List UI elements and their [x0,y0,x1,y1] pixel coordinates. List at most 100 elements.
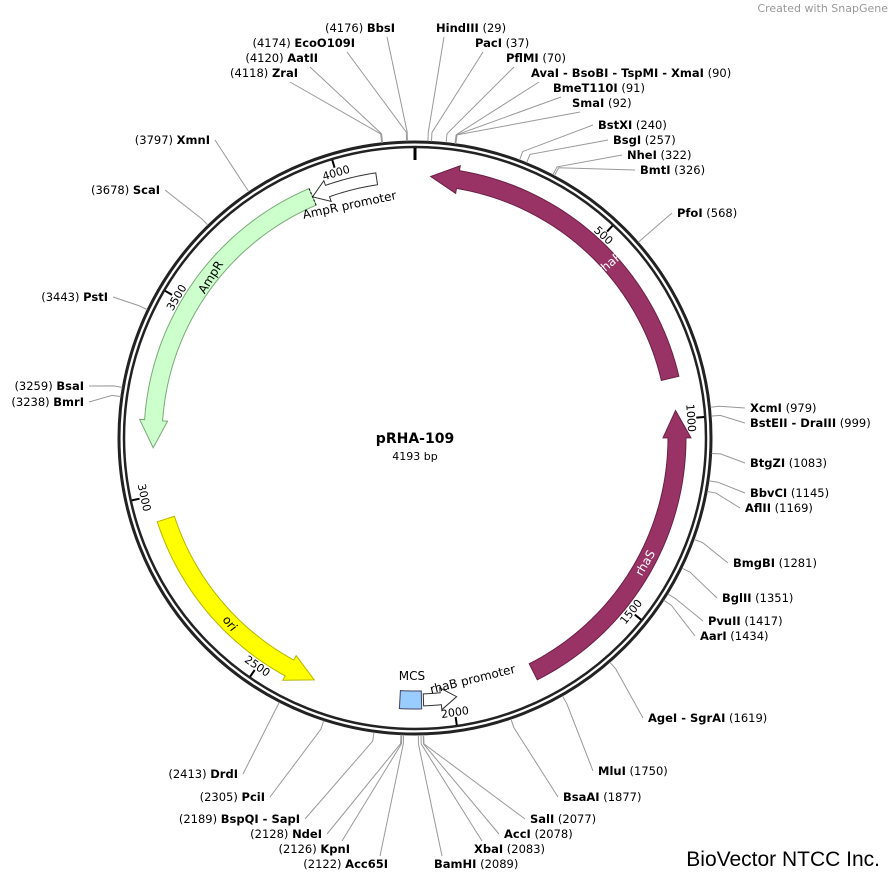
site-name: NheI [627,148,657,162]
site-leader-line [309,66,384,143]
site-name: DrdI [210,767,238,781]
backbone-inner-circle [122,145,708,731]
site-leader-line [519,124,594,161]
backbone-outer-circle [117,140,713,736]
rhas-arrow [528,409,692,681]
site-name: Acc65I [345,857,388,871]
site-label: (4118) ZraI [230,66,298,80]
site-label: BmgBI (1281) [733,556,817,570]
site-position: (2078) [531,827,573,841]
site-label: (2122) Acc65I [303,857,388,871]
site-leader-line [445,66,515,143]
site-hindiii: HindIII (29) [427,21,506,142]
mcs-box [398,690,423,710]
site-label: AccI (2078) [504,827,573,841]
site-name: SmaI [572,96,604,110]
tick-label: 3000 [135,483,154,513]
site-position: (979) [782,401,817,415]
site-position: (91) [618,81,645,95]
site-name: KpnI [320,842,350,856]
rhab-promoter-arrow [422,686,458,711]
site-name: BsaI [56,379,84,393]
site-leader-line [214,139,250,193]
site-label: SmaI (92) [572,96,632,110]
site-leader-line [693,539,729,564]
site-leader-line [423,734,526,820]
site-leader-line [88,385,123,388]
site-name: XcmI [750,401,782,415]
site-aatii: (4120) AatII [245,51,384,143]
ampr-promoter-arrow [311,172,379,203]
site-name: BstXI [598,118,632,132]
rhab-promoter-label: rhaB promoter [429,662,517,697]
site-pfoi: PfoI (568) [638,206,738,243]
site-position: (3259) [14,379,56,393]
site-position: (2122) [303,857,345,871]
site-xmni: (3797) XmnI [135,133,250,193]
site-label: (3797) XmnI [135,133,210,147]
site-leader-line [710,405,746,409]
site-leader-line [427,36,445,142]
site-name: BamHI [434,857,476,871]
site-label: AvaI - BsoBI - TspMI - XmaI (90) [531,66,731,80]
site-name: BsaAI [563,790,600,804]
site-name: PstI [83,290,108,304]
site-label: (4120) AatII [245,51,318,65]
site-label: BbvCI (1145) [750,486,829,500]
mcs-label: MCS [399,669,425,683]
site-position: (1351) [752,591,794,605]
site-ecoo109i: (4174) EcoO109I [252,36,408,142]
site-position: (2126) [278,842,320,856]
site-name: AatII [287,51,318,65]
site-name: XmnI [177,133,210,147]
site-psti: (3443) PstI [41,290,148,311]
site-leader-line [638,212,673,243]
site-name: PacI [475,36,502,50]
site-aflii: AflII (1169) [707,490,813,515]
site-position: (4174) [252,36,294,50]
site-name: NdeI [292,827,322,841]
site-label: BglII (1351) [722,591,793,605]
site-name: ZraI [272,66,298,80]
site-name: BtgZI [750,456,785,470]
site-label: BstXI (240) [598,118,667,132]
site-name: AarI [700,629,727,643]
feature-ampr: AmpR [138,187,317,449]
tick-mark [696,416,705,419]
site-bsai: (3259) BsaI [14,379,123,393]
site-name: BmgBI [733,556,775,570]
site-position: (29) [479,21,506,35]
site-position: (568) [703,206,738,220]
site-position: (326) [671,163,706,177]
site-leader-line [326,734,402,835]
site-bsteii-draiii: BstEII - DraIII (999) [711,414,871,430]
site-label: SalI (2077) [530,812,596,826]
site-pflmi: PflMI (70) [445,51,566,143]
site-position: (1281) [775,556,817,570]
site-leader-line [164,189,209,226]
site-position: (3443) [41,290,83,304]
feature-ori: ori [156,515,316,681]
site-acc65i: (2122) Acc65I [303,734,405,871]
site-label: BmtI (326) [640,163,705,177]
site-name: MluI [598,764,626,778]
site-position: (1145) [787,486,829,500]
site-position: (1417) [741,614,783,628]
site-position: (1619) [725,711,767,725]
feature-rhab-promoter: rhaB promoter [422,662,517,711]
site-label: (2413) DrdI [168,767,238,781]
site-drdi: (2413) DrdI [168,701,280,781]
site-name: BsgI [613,133,641,147]
site-name: AgeI - SgrAI [648,711,725,725]
site-leader-line [667,593,704,622]
site-position: (257) [641,133,676,147]
site-leader-line [289,81,383,143]
site-name: PflMI [506,51,539,65]
site-mlui: MluI (1750) [561,695,668,778]
site-name: PciI [242,790,265,804]
site-bbsi: (4176) BbsI [325,21,408,142]
site-position: (2089) [476,857,518,871]
site-name: ScaI [133,183,160,197]
site-pcii: (2305) PciI [200,720,325,804]
site-bstxi: BstXI (240) [519,118,667,161]
